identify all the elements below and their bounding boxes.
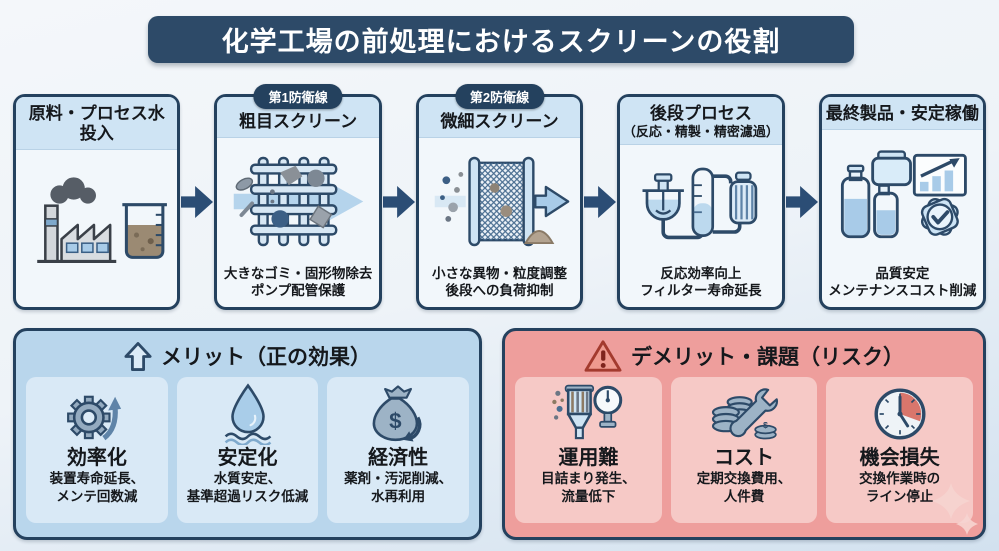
- merits-title: メリット（正の効果）: [161, 346, 371, 369]
- step-header: 最終製品・安定稼働: [821, 97, 984, 131]
- flow-arrow-icon: [181, 186, 214, 218]
- flow-arrow-icon: [785, 186, 818, 218]
- coarse-screen-mesh-icon: [217, 138, 378, 265]
- flow-step-coarse-screen: 第1防衛線 粗目スクリーン: [214, 84, 382, 310]
- fine-screen-mesh-icon: [419, 138, 580, 265]
- flow-arrow-icon: [584, 186, 617, 218]
- flow-step-final-product: 最終製品・安定稼働: [818, 94, 987, 310]
- demerit-card-opportunity-loss: 機会損失 交換作業時の ライン停止: [826, 377, 974, 523]
- merit-card-efficiency: 効率化 装置寿命延長、 メンテ回数減: [26, 377, 168, 523]
- step-header-subline: （反応・精製・精密濾過）: [622, 124, 779, 140]
- demerits-header: デメリット・課題（リスク）: [515, 335, 973, 377]
- merits-header: メリット（正の効果）: [26, 335, 469, 377]
- products-quality-icon: [822, 130, 983, 265]
- flow-step-fine-screen: 第2防衛線 微細スクリーン: [415, 84, 584, 310]
- step-header: 原料・プロセス水 投入: [16, 97, 178, 151]
- step-header-line: 後段プロセス: [649, 104, 752, 123]
- demerit-card-operation: 運用難 目詰まり発生、 流量低下: [515, 377, 662, 523]
- step-header-line: 微細スクリーン: [440, 112, 559, 131]
- step-caption: 小さな異物・粒度調整 後段への負荷抑制: [432, 265, 568, 299]
- coins-wrench-icon: $: [703, 382, 785, 446]
- merit-card-economy: $ 経済性 薬剤・汚泥削減、 水再利用: [327, 377, 470, 523]
- merit-card-stability: 安定化 水質安定、 基準超過リスク低減: [176, 377, 319, 523]
- step-header: 後段プロセス （反応・精製・精密濾過）: [620, 97, 782, 146]
- demerits-panel: デメリット・課題（リスク）: [502, 328, 986, 540]
- clock-downtime-icon: [866, 382, 934, 446]
- step-header-line: 最終製品・安定稼働: [825, 104, 979, 123]
- flow-step-input: 原料・プロセス水 投入: [13, 94, 181, 310]
- svg-text:$: $: [763, 420, 768, 430]
- gear-arrow-icon: [61, 382, 133, 446]
- up-arrow-icon: [124, 341, 152, 371]
- flow-arrow-icon: [382, 186, 415, 218]
- warning-triangle-icon: [584, 340, 622, 372]
- clogged-filter-gauge-icon: [547, 382, 629, 446]
- demerits-title: デメリット・課題（リスク）: [631, 346, 904, 369]
- step-caption: 反応効率向上 フィルター寿命延長: [640, 265, 762, 299]
- water-drop-icon: [212, 382, 284, 446]
- defense-line-badge: 第1防衛線: [253, 84, 343, 109]
- demerit-cards: 運用難 目詰まり発生、 流量低下: [515, 377, 974, 523]
- step-caption: 品質安定 メンテナンスコスト削減: [828, 265, 977, 299]
- step-header-line: 原料・プロセス水: [28, 104, 165, 123]
- flow-row: 原料・プロセス水 投入: [13, 84, 987, 310]
- factory-and-beaker-icon: [16, 150, 177, 307]
- process-equipment-icon: [620, 145, 781, 265]
- merits-panel: メリット（正の効果）: [13, 328, 482, 540]
- flow-step-downstream-process: 後段プロセス （反応・精製・精密濾過）: [617, 94, 785, 310]
- defense-line-badge: 第2防衛線: [454, 84, 545, 109]
- page-title: 化学工場の前処理におけるスクリーンの役割: [148, 16, 854, 63]
- svg-text:$: $: [389, 409, 402, 434]
- step-header-line: 粗目スクリーン: [239, 112, 358, 131]
- demerit-card-cost: $ コスト 定期交換費用、 人件費: [670, 377, 818, 523]
- step-header: 粗目スクリーン: [217, 97, 379, 139]
- step-header-line: 投入: [79, 124, 114, 144]
- money-bag-icon: $: [362, 382, 434, 446]
- step-caption: 大きなゴミ・固形物除去 ポンプ配管保護: [223, 265, 373, 299]
- merit-cards: 効率化 装置寿命延長、 メンテ回数減 安定化 水質安定、: [26, 377, 470, 523]
